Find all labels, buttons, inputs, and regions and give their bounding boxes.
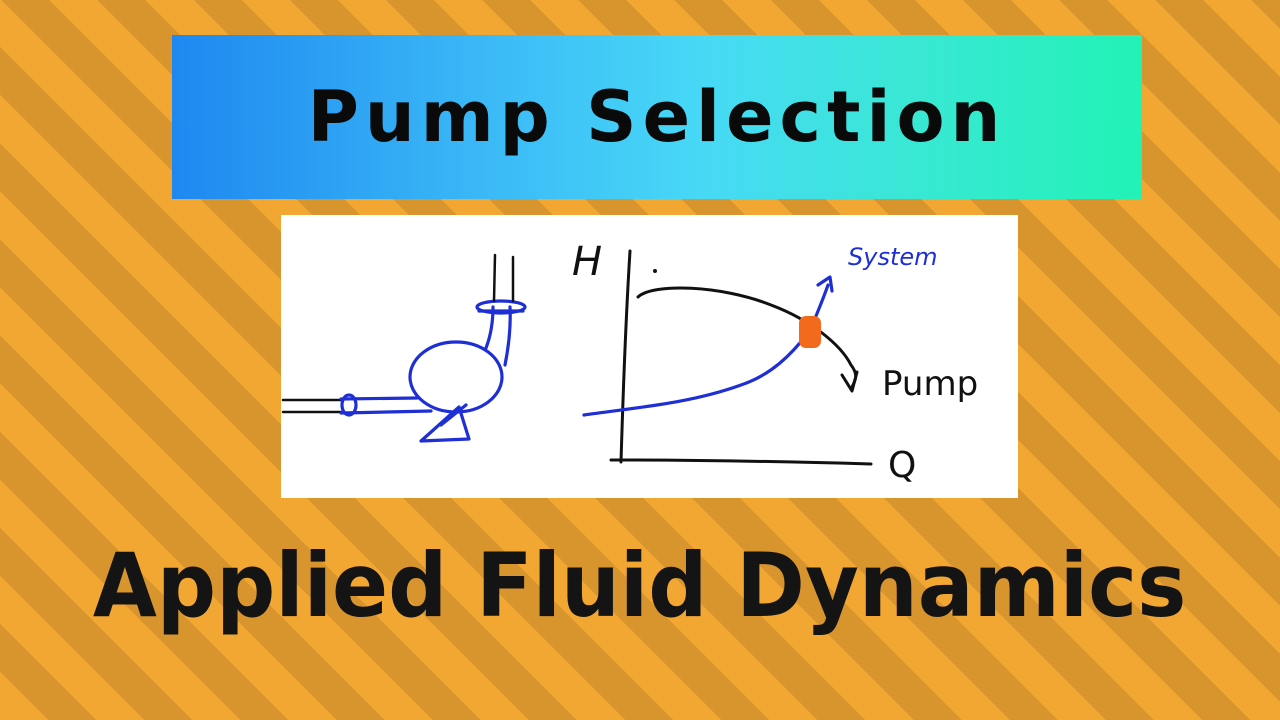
- y-axis-label: H: [572, 239, 602, 285]
- pump-casing: [408, 340, 504, 414]
- series-subtitle: Applied Fluid Dynamics: [93, 533, 1187, 637]
- diagram-panel: H Q System Pump: [281, 215, 1018, 498]
- discharge-flange: [475, 299, 527, 315]
- pump-base: [419, 403, 471, 443]
- system-curve-label: System: [848, 243, 938, 271]
- operating-point: [799, 316, 821, 348]
- pump-sketch: [281, 299, 527, 443]
- pump-diagram: H Q System Pump: [281, 239, 978, 486]
- tick-dot: [653, 269, 657, 273]
- x-axis: [609, 458, 873, 466]
- page-title: Pump Selection: [307, 76, 1007, 158]
- subtitle-area: Applied Fluid Dynamics: [0, 515, 1280, 655]
- discharge-pipe: [484, 305, 512, 367]
- y-axis: [619, 249, 632, 464]
- title-banner: Pump Selection: [172, 35, 1142, 199]
- x-axis-label: Q: [888, 445, 916, 486]
- system-curve-arrowhead: [816, 275, 834, 293]
- pump-curve-label: Pump: [882, 364, 978, 404]
- discharge-pipe-stub: [492, 253, 515, 303]
- chart-axes: [609, 249, 873, 466]
- pump-curve: [636, 286, 858, 389]
- system-curve: [582, 331, 810, 417]
- inlet-pipe-stub: [281, 398, 343, 414]
- inlet-flange: [340, 393, 358, 417]
- pump-curve-arrowhead: [840, 370, 859, 393]
